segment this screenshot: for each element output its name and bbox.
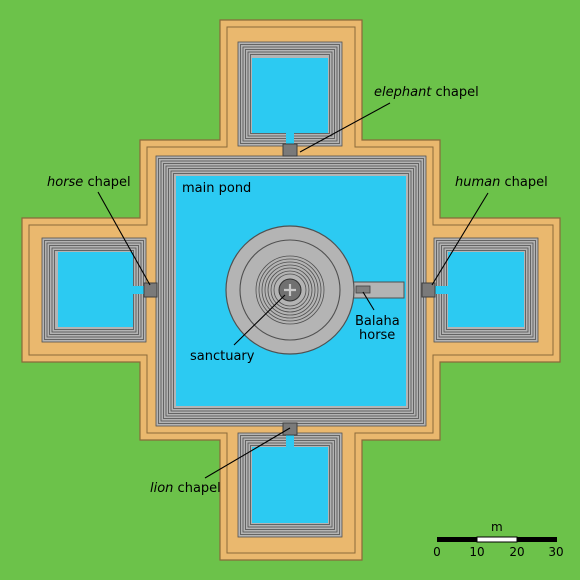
lion-pond-water xyxy=(252,447,328,523)
elephant-chapel-label: elephant chapel xyxy=(374,85,479,100)
island-ring xyxy=(273,273,307,307)
island-ring xyxy=(261,261,319,319)
elephant-shrine xyxy=(282,143,298,157)
scale-seg-3 xyxy=(517,537,557,542)
scale-tick-20: 20 xyxy=(509,545,524,559)
scale-tick-0: 0 xyxy=(433,545,441,559)
scale-seg-1 xyxy=(437,537,477,542)
balaha-label-line1: Balaha xyxy=(355,314,400,329)
scale-seg-2 xyxy=(476,536,518,543)
elephant-pond-water xyxy=(252,58,328,133)
island-ring xyxy=(270,270,310,310)
horse-pond-water xyxy=(58,252,133,327)
human-shrine xyxy=(421,282,436,298)
island-ring xyxy=(264,264,316,316)
balaha-label-line2: horse xyxy=(359,328,395,343)
elephant-pond xyxy=(237,41,343,147)
scale-tick-30: 30 xyxy=(548,545,563,559)
horse-chapel-label: horse chapel xyxy=(47,175,131,190)
lion-chapel-label: lion chapel xyxy=(150,481,221,496)
scale-tick-10: 10 xyxy=(469,545,484,559)
lion-pond xyxy=(237,432,343,538)
island-ring xyxy=(255,255,325,325)
sanctuary-cross xyxy=(284,284,296,296)
sanctuary-label: sanctuary xyxy=(190,349,255,364)
human-pond-water xyxy=(448,252,524,327)
human-chapel-label: human chapel xyxy=(455,175,548,190)
sand-platform-inner-edge xyxy=(28,26,554,554)
leader-lines xyxy=(97,102,489,479)
lion-shrine xyxy=(282,422,298,436)
scale-unit: m xyxy=(491,520,503,534)
main-pond-label: main pond xyxy=(182,181,251,196)
horse-shrine xyxy=(143,282,158,298)
horse-pond xyxy=(41,237,147,343)
balaha-horse-statue xyxy=(355,285,371,294)
human-pond xyxy=(433,237,539,343)
island-ring xyxy=(267,267,313,313)
island-ring xyxy=(258,258,322,322)
scale-bar: m 0 10 20 30 xyxy=(433,520,563,559)
water-channels xyxy=(130,130,450,450)
chapel-shrines xyxy=(143,143,436,436)
